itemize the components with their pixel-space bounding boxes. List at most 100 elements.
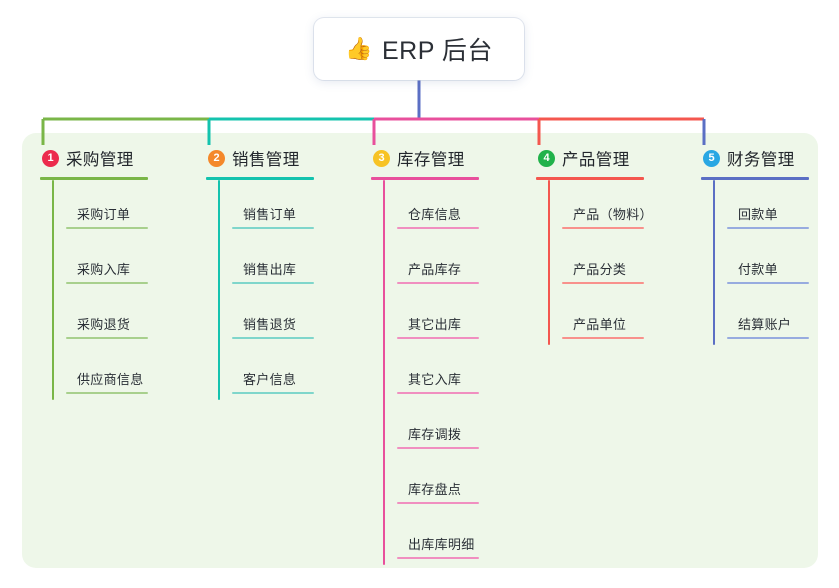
leaf-item[interactable]: 采购入库 <box>66 235 148 290</box>
leaf-item[interactable]: 采购订单 <box>66 180 148 235</box>
leaf-underline <box>232 227 314 229</box>
branch-leaf-list: 销售订单销售出库销售退货客户信息 <box>218 180 314 400</box>
branch-header-underline <box>40 177 148 180</box>
branch-header-underline <box>701 177 809 180</box>
branch-leaf-list: 仓库信息产品库存其它出库其它入库库存调拨库存盘点出库库明细 <box>383 180 479 565</box>
leaf-label: 其它入库 <box>408 372 462 387</box>
branch-number-badge: 4 <box>538 149 555 167</box>
leaf-label: 销售退货 <box>243 317 297 332</box>
branch-number-badge: 1 <box>42 149 59 167</box>
leaf-underline <box>397 227 479 229</box>
branch-spine <box>713 180 715 345</box>
leaf-item[interactable]: 其它入库 <box>397 345 479 400</box>
branch-spine <box>383 180 385 565</box>
leaf-label: 其它出库 <box>408 317 462 332</box>
branch-spine <box>218 180 220 400</box>
leaf-item[interactable]: 销售出库 <box>232 235 314 290</box>
leaf-underline <box>66 282 148 284</box>
leaf-underline <box>397 502 479 504</box>
branch-spine <box>548 180 550 345</box>
leaf-label: 回款单 <box>738 207 778 222</box>
diagram-panel-background <box>22 133 818 568</box>
root-node-card[interactable]: 👍 ERP 后台 <box>314 18 524 80</box>
branch-leaf-list: 回款单付款单结算账户 <box>713 180 809 345</box>
leaf-item[interactable]: 付款单 <box>727 235 809 290</box>
branch-title: 财务管理 <box>727 151 795 169</box>
leaf-label: 采购入库 <box>77 262 131 277</box>
leaf-item[interactable]: 客户信息 <box>232 345 314 400</box>
leaf-underline <box>397 392 479 394</box>
branch-title: 销售管理 <box>232 151 300 169</box>
leaf-label: 产品分类 <box>573 262 627 277</box>
leaf-underline <box>66 227 148 229</box>
leaf-label: 结算账户 <box>738 317 792 332</box>
leaf-label: 采购订单 <box>77 207 131 222</box>
leaf-item[interactable]: 出库库明细 <box>397 510 479 565</box>
branch-header-5[interactable]: 5 财务管理 <box>701 145 809 171</box>
branch-number-badge: 5 <box>703 149 720 167</box>
leaf-label: 产品库存 <box>408 262 462 277</box>
leaf-item[interactable]: 产品（物料） <box>562 180 653 235</box>
branch-title: 产品管理 <box>562 151 630 169</box>
leaf-label: 产品（物料） <box>573 207 653 222</box>
leaf-underline <box>66 337 148 339</box>
branch-leaf-list: 采购订单采购入库采购退货供应商信息 <box>52 180 148 400</box>
leaf-item[interactable]: 产品单位 <box>562 290 644 345</box>
leaf-underline <box>397 557 479 559</box>
leaf-underline <box>397 282 479 284</box>
branch-column-1: 1 采购管理采购订单采购入库采购退货供应商信息 <box>40 145 148 400</box>
leaf-label: 供应商信息 <box>77 372 144 387</box>
leaf-label: 销售订单 <box>243 207 297 222</box>
branch-number-badge: 2 <box>208 149 225 167</box>
leaf-underline <box>727 337 809 339</box>
leaf-item[interactable]: 销售订单 <box>232 180 314 235</box>
leaf-item[interactable]: 仓库信息 <box>397 180 479 235</box>
leaf-label: 仓库信息 <box>408 207 462 222</box>
leaf-underline <box>397 337 479 339</box>
leaf-underline <box>562 227 644 229</box>
branch-column-2: 2 销售管理销售订单销售出库销售退货客户信息 <box>206 145 314 400</box>
leaf-item[interactable]: 供应商信息 <box>66 345 148 400</box>
branch-header-underline <box>206 177 314 180</box>
leaf-label: 采购退货 <box>77 317 131 332</box>
leaf-item[interactable]: 库存盘点 <box>397 455 479 510</box>
leaf-underline <box>562 282 644 284</box>
leaf-underline <box>66 392 148 394</box>
branch-header-4[interactable]: 4 产品管理 <box>536 145 644 171</box>
branch-header-underline <box>371 177 479 180</box>
leaf-label: 库存调拨 <box>408 427 462 442</box>
branch-number-badge: 3 <box>373 149 390 167</box>
branch-title: 采购管理 <box>66 151 134 169</box>
leaf-item[interactable]: 结算账户 <box>727 290 809 345</box>
branch-leaf-list: 产品（物料） 产品分类产品单位 <box>548 180 653 345</box>
leaf-underline <box>232 282 314 284</box>
root-node-title: 👍 ERP 后台 <box>345 31 493 67</box>
branch-header-1[interactable]: 1 采购管理 <box>40 145 148 171</box>
leaf-label: 产品单位 <box>573 317 627 332</box>
branch-column-5: 5 财务管理回款单付款单结算账户 <box>701 145 809 345</box>
leaf-underline <box>727 227 809 229</box>
leaf-item[interactable]: 产品库存 <box>397 235 479 290</box>
leaf-label: 销售出库 <box>243 262 297 277</box>
leaf-item[interactable]: 采购退货 <box>66 290 148 345</box>
branch-spine <box>52 180 54 400</box>
leaf-underline <box>232 337 314 339</box>
leaf-label: 付款单 <box>738 262 778 277</box>
branch-header-2[interactable]: 2 销售管理 <box>206 145 314 171</box>
leaf-underline <box>232 392 314 394</box>
leaf-underline <box>397 447 479 449</box>
leaf-underline <box>562 337 644 339</box>
leaf-item[interactable]: 库存调拨 <box>397 400 479 455</box>
leaf-item[interactable]: 产品分类 <box>562 235 644 290</box>
leaf-item[interactable]: 回款单 <box>727 180 809 235</box>
thumbs-up-icon: 👍 <box>345 36 373 61</box>
leaf-label: 客户信息 <box>243 372 297 387</box>
leaf-label: 出库库明细 <box>408 537 475 552</box>
leaf-underline <box>727 282 809 284</box>
leaf-item[interactable]: 其它出库 <box>397 290 479 345</box>
leaf-item[interactable]: 销售退货 <box>232 290 314 345</box>
root-node-label: ERP 后台 <box>382 37 493 65</box>
